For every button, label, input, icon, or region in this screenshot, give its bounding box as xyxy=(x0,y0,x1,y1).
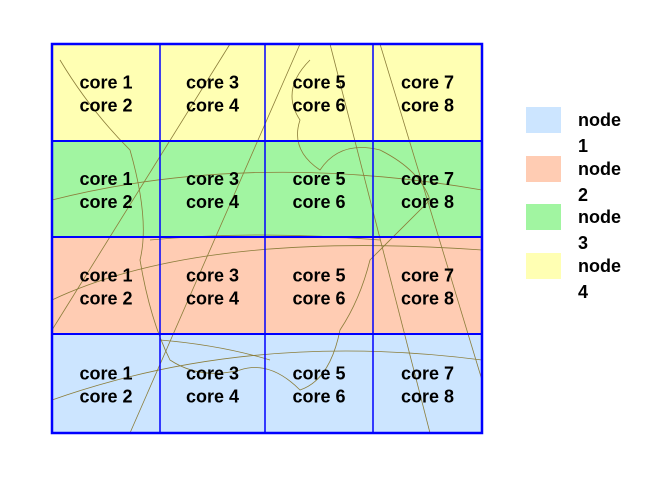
core-label: core 2 xyxy=(79,96,132,116)
core-label: core 5 xyxy=(292,266,345,286)
graticule-line xyxy=(379,43,483,381)
core-label: core 1 xyxy=(79,73,132,93)
core-label: core 7 xyxy=(401,169,454,189)
core-label: core 7 xyxy=(401,364,454,384)
node-band xyxy=(52,237,482,334)
core-label: core 5 xyxy=(292,73,345,93)
legend-label: node 4 xyxy=(578,255,621,302)
graticule-line xyxy=(329,43,431,434)
core-label: core 2 xyxy=(79,289,132,309)
node-band xyxy=(52,141,482,237)
coastline xyxy=(59,59,431,391)
core-label: core 8 xyxy=(401,387,454,407)
legend-swatch xyxy=(526,204,561,230)
border xyxy=(159,339,271,361)
legend-swatch xyxy=(526,155,561,182)
core-label: core 4 xyxy=(186,387,239,407)
core-label: core 3 xyxy=(186,169,239,189)
core-label: core 3 xyxy=(186,266,239,286)
core-label: core 5 xyxy=(292,364,345,384)
core-label: core 7 xyxy=(401,266,454,286)
graticule-line xyxy=(51,350,483,401)
graticule-line xyxy=(51,245,483,301)
core-label: core 3 xyxy=(186,73,239,93)
core-label: core 1 xyxy=(79,266,132,286)
core-label: core 4 xyxy=(186,289,239,309)
node-band xyxy=(52,334,482,433)
core-label: core 8 xyxy=(401,289,454,309)
core-label: core 6 xyxy=(292,192,345,212)
core-label: core 6 xyxy=(292,387,345,407)
legend-swatch xyxy=(526,252,561,279)
graticule-line xyxy=(51,43,231,331)
core-label: core 7 xyxy=(401,73,454,93)
core-label: core 4 xyxy=(186,192,239,212)
core-label: core 2 xyxy=(79,192,132,212)
core-label: core 5 xyxy=(292,169,345,189)
node-band xyxy=(52,44,482,141)
graticule-line xyxy=(129,43,301,434)
grid-border xyxy=(50,42,484,435)
legend-label: node 1 xyxy=(578,110,621,156)
core-label: core 2 xyxy=(79,387,132,407)
grid-lines xyxy=(50,42,484,435)
core-label: core 4 xyxy=(186,96,239,116)
core-label: core 1 xyxy=(79,169,132,189)
core-label: core 1 xyxy=(79,364,132,384)
legend-label: node 2 xyxy=(578,158,621,205)
core-label: core 6 xyxy=(292,289,345,309)
legend-label: node 3 xyxy=(578,207,621,253)
core-label: core 3 xyxy=(186,364,239,384)
core-label: core 8 xyxy=(401,96,454,116)
legend-swatch xyxy=(526,107,561,133)
core-label: core 8 xyxy=(401,192,454,212)
core-label: core 6 xyxy=(292,96,345,116)
